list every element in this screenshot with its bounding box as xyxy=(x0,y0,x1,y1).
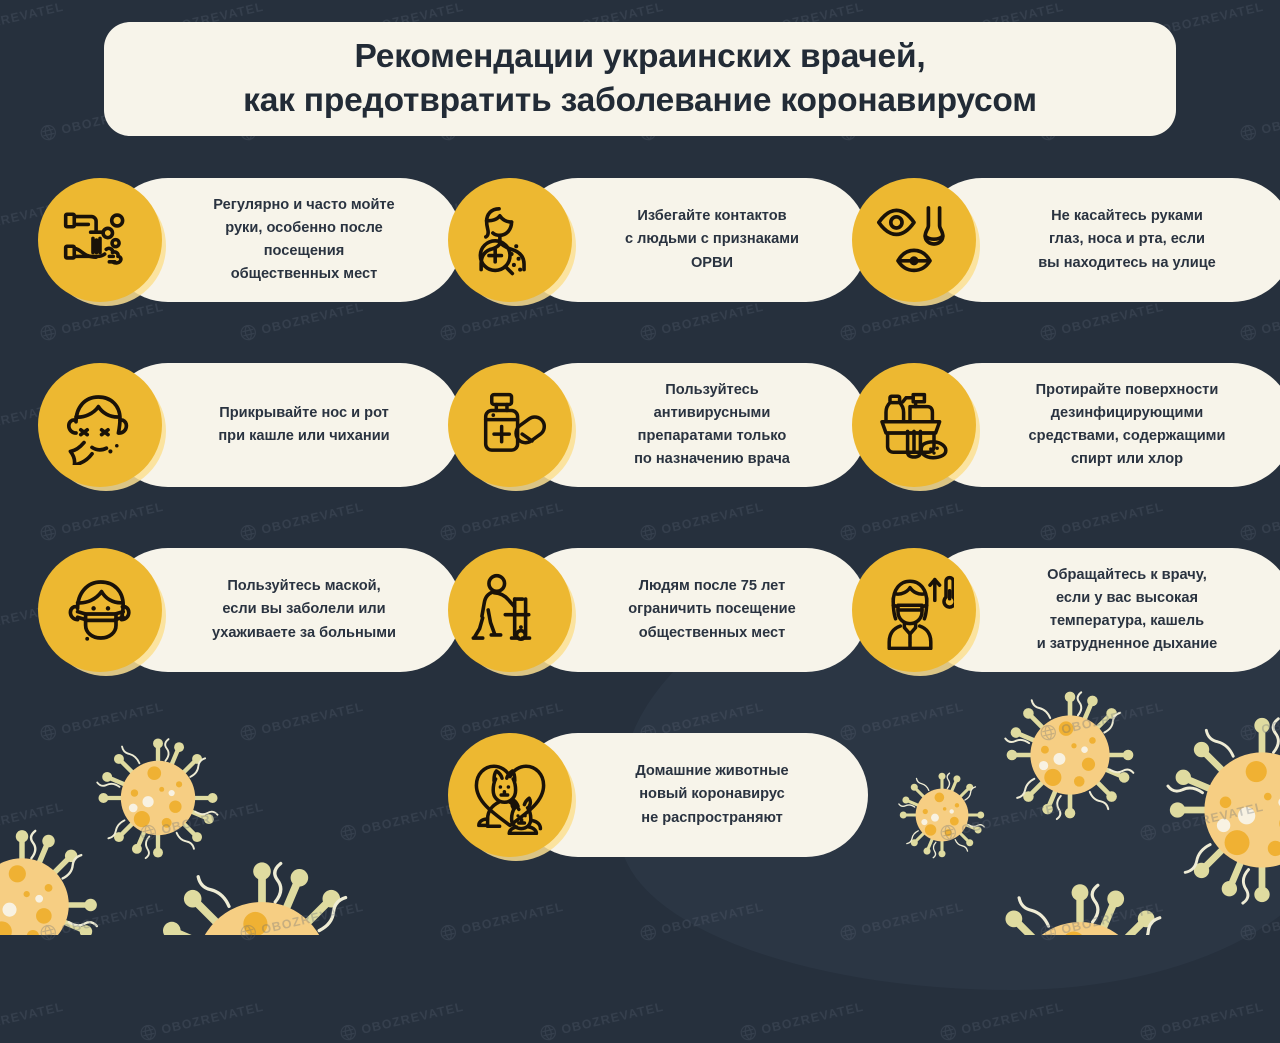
tip-card-text: Домашние животные новый коронавирус не р… xyxy=(635,763,789,826)
watermark: OBOZREVATEL xyxy=(938,998,1065,1043)
tip-card-icon-badge xyxy=(852,548,980,676)
tip-card-text: Протирайте поверхности дезинфицирующими … xyxy=(1028,381,1226,468)
tip-card-text: Не касайтесь руками глаз, носа и рта, ес… xyxy=(1038,208,1216,271)
tip-card-panel: Регулярно и часто мойте руки, особенно п… xyxy=(106,178,462,302)
dog-cat-heart-icon xyxy=(448,733,572,857)
tip-card-text: Людям после 75 лет ограничить посещение … xyxy=(628,578,796,641)
tip-card-text: Избегайте контактов с людьми с признакам… xyxy=(624,208,799,271)
tip-card-panel: Протирайте поверхности дезинфицирующими … xyxy=(920,363,1280,487)
tip-card-panel: Домашние животные новый коронавирус не р… xyxy=(516,733,868,857)
tip-card-text: Прикрывайте нос и рот при кашле или чиха… xyxy=(218,404,390,444)
tip-card-panel: Обращайтесь к врачу, если у вас высокая … xyxy=(920,548,1280,672)
tip-card-icon-badge xyxy=(38,548,166,676)
tip-card-panel: Не касайтесь руками глаз, носа и рта, ес… xyxy=(920,178,1280,302)
tip-card-text: Пользуйтесь маской, если вы заболели или… xyxy=(211,578,397,641)
page-title-card: Рекомендации украинских врачей, как пред… xyxy=(104,22,1176,136)
tip-card-icon-badge xyxy=(852,363,980,491)
tip-card-text: Пользуйтесь антивирусными препаратами то… xyxy=(634,381,790,468)
watermark-text: OBOZREVATEL xyxy=(0,999,66,1037)
watermark-text: OBOZREVATEL xyxy=(759,999,866,1037)
watermark: OBOZREVATEL xyxy=(538,998,665,1043)
watermark: OBOZREVATEL xyxy=(0,998,65,1043)
hand-washing-faucet-icon xyxy=(38,178,162,302)
sick-person-magnifier-icon xyxy=(448,178,572,302)
sneezing-face-tissue-icon xyxy=(38,363,162,487)
tip-card-icon-badge xyxy=(852,178,980,306)
tip-card-icon-badge xyxy=(38,363,166,491)
watermark-text: OBOZREVATEL xyxy=(959,999,1066,1037)
masked-woman-thermometer-icon xyxy=(852,548,976,672)
medicine-bottle-pill-icon xyxy=(448,363,572,487)
tip-card-icon-badge xyxy=(448,178,576,306)
watermark-text: OBOZREVATEL xyxy=(359,999,466,1037)
face-with-mask-icon xyxy=(38,548,162,672)
tip-card-text: Регулярно и часто мойте руки, особенно п… xyxy=(213,196,395,283)
elderly-person-walker-icon xyxy=(448,548,572,672)
tip-card-icon-badge xyxy=(448,548,576,676)
watermark: OBOZREVATEL xyxy=(138,998,265,1043)
tip-card-icon-badge xyxy=(448,733,576,861)
tip-card-icon-badge xyxy=(448,363,576,491)
watermark: OBOZREVATEL xyxy=(338,998,465,1043)
page-title-line-2: как предотвратить заболевание коронавиру… xyxy=(243,82,1037,119)
page-title-line-1: Рекомендации украинских врачей, xyxy=(354,38,926,76)
eye-nose-lips-icon xyxy=(852,178,976,302)
tip-card-text: Обращайтесь к врачу, если у вас высокая … xyxy=(1036,566,1218,653)
cleaning-supplies-bucket-icon xyxy=(852,363,976,487)
watermark-text: OBOZREVATEL xyxy=(1159,999,1266,1037)
watermark: OBOZREVATEL xyxy=(1138,998,1265,1043)
watermark-text: OBOZREVATEL xyxy=(559,999,666,1037)
watermark: OBOZREVATEL xyxy=(738,998,865,1043)
tip-card-icon-badge xyxy=(38,178,166,306)
watermark-text: OBOZREVATEL xyxy=(159,999,266,1037)
tip-card-panel: Прикрывайте нос и рот при кашле или чиха… xyxy=(106,363,462,487)
